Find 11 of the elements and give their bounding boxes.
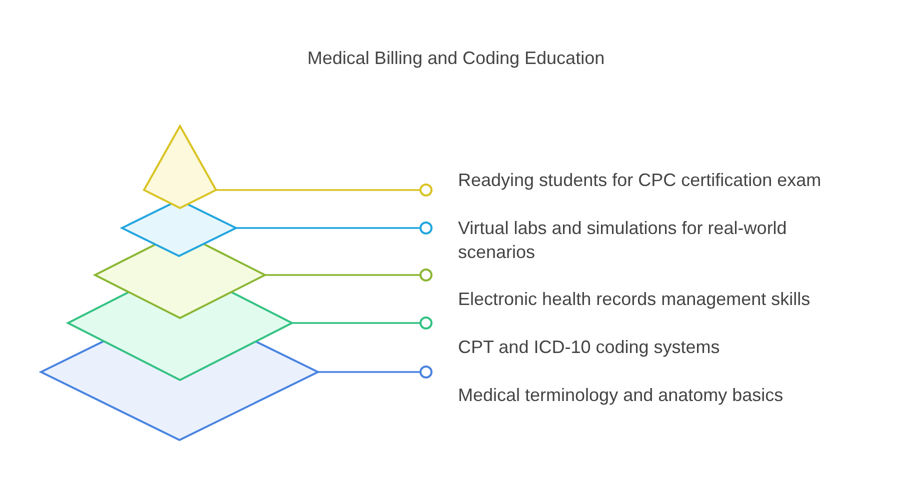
leader-line [216, 184, 432, 196]
layer-description: CPT and ICD-10 coding systems [458, 336, 721, 359]
layer-description: Medical terminology and anatomy basics [458, 384, 784, 407]
diagram-title: Medical Billing and Coding Education [306, 48, 606, 69]
leader-line [318, 366, 432, 378]
layer-description: Readying students for CPC certification exam [458, 169, 822, 192]
leader-line [292, 316, 432, 330]
layer-description: Electronic health records management skills [458, 288, 812, 311]
layer-description: Virtual labs and simulations for real-world scenarios [458, 217, 788, 264]
leader-line [236, 222, 432, 234]
leader-line [265, 268, 432, 282]
